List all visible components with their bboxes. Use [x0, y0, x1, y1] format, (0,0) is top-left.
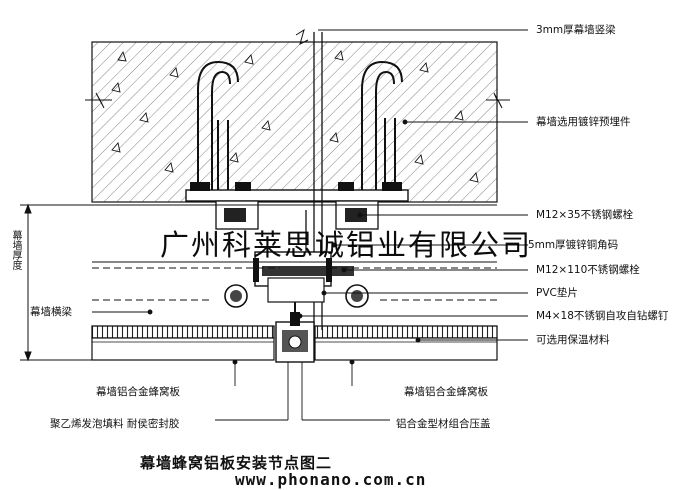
label-bolt-110: M12×110不锈钢螺栓 — [536, 264, 640, 276]
watermark-url: www.phonano.com.cn — [235, 470, 427, 489]
label-embed: 幕墙选用镀锌预埋件 — [536, 116, 631, 128]
concrete-slab — [85, 28, 510, 203]
angle-brackets — [215, 200, 379, 303]
leader-lines — [92, 29, 528, 421]
label-panel-left: 幕墙铝合金蜂窝板 — [96, 386, 180, 398]
watermark-company: 广州科莱思诚铝业有限公司 — [160, 228, 533, 262]
label-panel-right: 幕墙铝合金蜂窝板 — [404, 386, 488, 398]
label-insulation: 可选用保温材料 — [536, 334, 610, 346]
thickness-dimension — [20, 203, 92, 362]
joint-cover — [275, 302, 315, 363]
label-crossbeam: 幕墙横梁 — [30, 306, 72, 318]
label-cover: 铝合金型材组合压盖 — [396, 418, 491, 430]
crossbeam — [92, 204, 497, 301]
honeycomb-panels — [91, 325, 498, 361]
drawing-title: 幕墙蜂窝铝板安装节点图二 — [140, 454, 333, 472]
label-bolt-35: M12×35不锈钢螺栓 — [536, 209, 634, 221]
bolt-heads — [224, 284, 369, 308]
label-top-beam: 3mm厚幕墙竖梁 — [536, 24, 616, 36]
anchor-hooks — [197, 60, 403, 192]
embed-plate — [185, 182, 409, 202]
label-angle: 5mm厚镀锌铜角码 — [528, 239, 619, 251]
label-pvc: PVC垫片 — [536, 287, 578, 299]
label-screw: M4×18不锈钢自攻自钻螺钉 — [536, 310, 669, 322]
label-thickness: 幕墙厚度 — [10, 230, 21, 270]
label-sealant: 聚乙烯发泡填料 耐侯密封胶 — [50, 418, 180, 430]
